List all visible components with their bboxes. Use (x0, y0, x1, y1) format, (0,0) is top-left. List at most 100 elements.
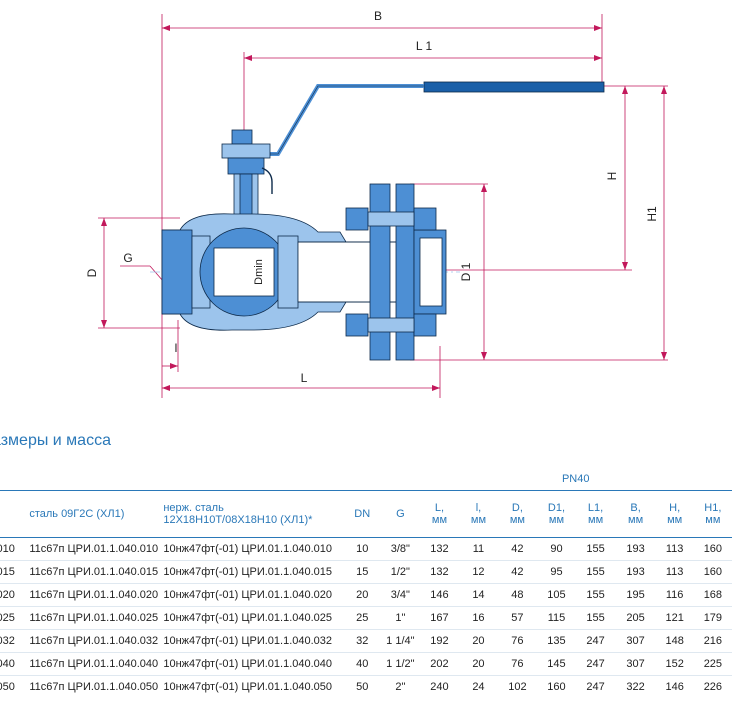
label-D: D (85, 268, 99, 277)
spec-table: PN40 сталь 09Г2С (ХЛ1) нерж. сталь 12Х18… (0, 468, 732, 698)
cell-B: 193 (615, 560, 656, 584)
cell-H1: 160 (693, 560, 732, 584)
col-steel2-line1: нерж. сталь (163, 502, 224, 514)
cell-D1: 135 (537, 629, 576, 653)
cell-g: 1/2" (381, 560, 420, 584)
cell-dn: 25 (343, 606, 382, 630)
valve-drawing: B L 1 H H1 D G Dmin D 1 l L (85, 9, 668, 398)
label-L1: L 1 (416, 39, 433, 53)
valve-flanges (345, 183, 447, 361)
cell-H: 113 (655, 560, 694, 584)
table-row: 015 11с67п ЦРИ.01.1.040.015 10нж47фт(-01… (0, 560, 732, 584)
cell-L: 202 (419, 652, 460, 676)
cell-H1: 179 (693, 606, 732, 630)
cell-L: 132 (419, 537, 460, 561)
table-row: 032 11с67п ЦРИ.01.1.040.032 10нж47фт(-01… (0, 629, 732, 653)
valve-handle (262, 81, 605, 156)
cell-L: 146 (419, 583, 460, 607)
cell-g: 1" (381, 606, 420, 630)
cell-steel1: 11с67п ЦРИ.01.1.040.015 (29, 560, 164, 584)
col-g: G (381, 490, 420, 538)
col-B-unit: мм (628, 514, 644, 526)
cell-H: 116 (655, 583, 694, 607)
label-H: H (605, 172, 619, 181)
cell-code: 032 (0, 629, 30, 653)
section-title: азмеры и масса (0, 432, 111, 449)
col-H1: H1,мм (693, 490, 732, 538)
cell-L1: 155 (575, 537, 616, 561)
col-D: D,мм (497, 490, 538, 538)
cell-code: 025 (0, 606, 30, 630)
cell-L1: 247 (575, 675, 616, 698)
col-D1: D1,мм (537, 490, 576, 538)
cell-dn: 10 (343, 537, 382, 561)
cell-l: 12 (459, 560, 498, 584)
label-L: L (301, 371, 308, 385)
col-D-unit: мм (509, 514, 525, 526)
cell-L1: 155 (575, 606, 616, 630)
spec-table-container: PN40 сталь 09Г2С (ХЛ1) нерж. сталь 12Х18… (0, 468, 750, 708)
cell-steel1: 11с67п ЦРИ.01.1.040.040 (29, 652, 164, 676)
col-H-label: H, (669, 502, 681, 514)
col-L1: L1,мм (575, 490, 616, 538)
col-L1-unit: мм (588, 514, 604, 526)
label-l: l (175, 341, 178, 355)
cell-D1: 115 (537, 606, 576, 630)
col-D1-unit: мм (548, 514, 565, 526)
col-l: l,мм (459, 490, 498, 538)
cell-L: 167 (419, 606, 460, 630)
valve-body (161, 213, 411, 331)
cell-code: 015 (0, 560, 30, 584)
col-B-label: B, (630, 502, 641, 514)
cell-steel1: 11с67п ЦРИ.01.1.040.010 (29, 537, 164, 561)
cell-H: 148 (655, 629, 694, 653)
cell-B: 205 (615, 606, 656, 630)
cell-B: 322 (615, 675, 656, 698)
cell-steel1: 11с67п ЦРИ.01.1.040.020 (29, 583, 164, 607)
col-dn: DN (343, 490, 382, 538)
cell-dn: 32 (343, 629, 382, 653)
cell-g: 1 1/4" (381, 629, 420, 653)
cell-H1: 168 (693, 583, 732, 607)
cell-D: 76 (497, 652, 538, 676)
cell-code: 020 (0, 583, 30, 607)
valve-stem (221, 129, 273, 225)
cell-dn: 40 (343, 652, 382, 676)
cell-code: 010 (0, 537, 30, 561)
spec-table-body: 010 11с67п ЦРИ.01.1.040.010 10нж47фт(-01… (0, 537, 732, 698)
label-H1: H1 (645, 206, 659, 222)
cell-D1: 90 (537, 537, 576, 561)
cell-dn: 20 (343, 583, 382, 607)
label-Dmin: Dmin (253, 259, 265, 285)
table-row: 040 11с67п ЦРИ.01.1.040.040 10нж47фт(-01… (0, 652, 732, 676)
cell-B: 195 (615, 583, 656, 607)
col-H1-label: H1, (704, 502, 722, 514)
cell-D: 76 (497, 629, 538, 653)
cell-H1: 160 (693, 537, 732, 561)
cell-steel2: 10нж47фт(-01) ЦРИ.01.1.040.015 (163, 560, 344, 584)
table-row: 010 11с67п ЦРИ.01.1.040.010 10нж47фт(-01… (0, 537, 732, 561)
cell-l: 20 (459, 652, 498, 676)
cell-steel2: 10нж47фт(-01) ЦРИ.01.1.040.010 (163, 537, 344, 561)
cell-l: 16 (459, 606, 498, 630)
cell-H: 113 (655, 537, 694, 561)
cell-steel1: 11с67п ЦРИ.01.1.040.032 (29, 629, 164, 653)
cell-steel1: 11с67п ЦРИ.01.1.040.025 (29, 606, 164, 630)
cell-B: 307 (615, 652, 656, 676)
col-steel2-line2: 12Х18Н10Т/08Х18Н10 (ХЛ1)* (163, 514, 313, 526)
cell-D: 48 (497, 583, 538, 607)
cell-l: 20 (459, 629, 498, 653)
col-L1-label: L1, (587, 502, 604, 514)
cell-H: 121 (655, 606, 694, 630)
col-H: H,мм (655, 490, 694, 538)
cell-l: 14 (459, 583, 498, 607)
cell-H1: 226 (693, 675, 732, 698)
col-steel1: сталь 09Г2С (ХЛ1) (29, 490, 164, 538)
cell-B: 307 (615, 629, 656, 653)
cell-H1: 216 (693, 629, 732, 653)
cell-code: 040 (0, 652, 30, 676)
col-l-label: l, (475, 502, 482, 514)
col-L-unit: мм (431, 514, 448, 526)
cell-steel2: 10нж47фт(-01) ЦРИ.01.1.040.025 (163, 606, 344, 630)
col-H1-unit: мм (705, 514, 721, 526)
